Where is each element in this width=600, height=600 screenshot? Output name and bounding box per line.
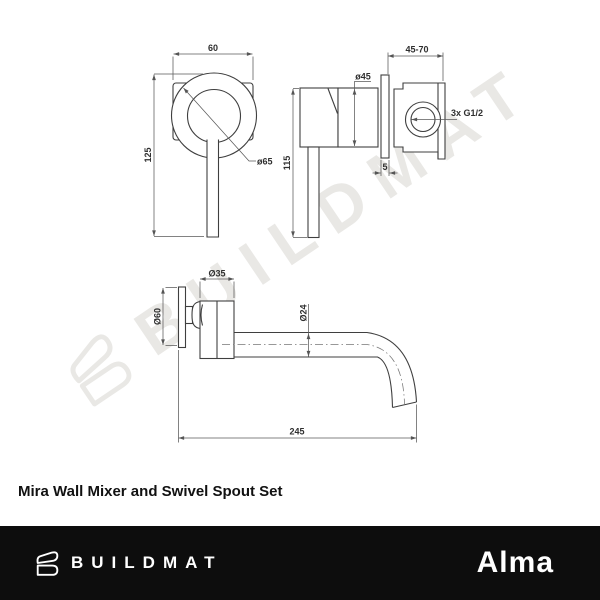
dim-thread-g12: 3x G1/2 <box>451 108 483 118</box>
spout-tube-outer <box>234 331 418 403</box>
dim-length-245: 245 <box>289 427 304 437</box>
spout-tube-inner <box>234 356 394 408</box>
mixer-front-view: 60 125 ø65 <box>143 43 273 238</box>
dim-thickness-5: 5 <box>382 162 387 172</box>
dim-diameter-35: Ø35 <box>208 269 225 279</box>
dim-diameter-60: Ø60 <box>153 308 163 325</box>
spout-side-view: Ø35 Ø60 Ø24 245 <box>153 269 418 443</box>
mixer-handle-front <box>206 139 220 238</box>
spout-wall-flange <box>177 286 187 349</box>
buildmat-logo: BUILDMAT <box>31 549 223 578</box>
mixer-body-cylinder <box>337 87 379 148</box>
spout-centerline <box>222 344 405 405</box>
mixer-inner-circle <box>186 88 242 144</box>
spout-ball-joint <box>191 300 202 330</box>
dim-diameter-45: ø45 <box>355 72 371 82</box>
dim-diameter-65: ø65 <box>257 157 273 167</box>
dim-depth-45-70: 45-70 <box>405 45 428 55</box>
mixer-handle-grip-side <box>299 87 339 148</box>
mixer-wall-plate <box>380 74 390 159</box>
brand-name: BUILDMAT <box>71 553 223 572</box>
buildmat-logo-icon <box>36 550 59 576</box>
dim-height-115: 115 <box>282 156 292 171</box>
mixer-handle-rod-side <box>307 146 320 239</box>
dim-width-60: 60 <box>208 43 218 53</box>
technical-drawing: 60 125 ø65 45-70 ø45 115 <box>143 43 483 443</box>
mixer-side-view: 45-70 ø45 115 5 3x G1/2 <box>282 45 483 239</box>
collection-name: Alma <box>476 546 554 579</box>
dim-height-125: 125 <box>143 147 153 162</box>
product-title: Mira Wall Mixer and Swivel Spout Set <box>18 483 283 500</box>
dim-diameter-24: Ø24 <box>299 304 309 321</box>
footer-bar: BUILDMAT Alma <box>0 526 600 600</box>
